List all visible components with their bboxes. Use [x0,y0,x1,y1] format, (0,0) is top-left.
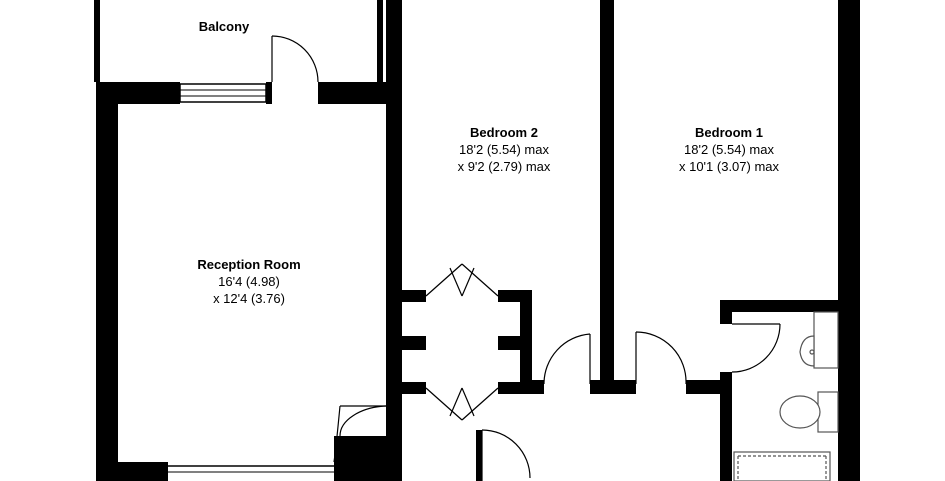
balcony-door [271,35,319,83]
wall-hall-lower [476,430,482,481]
shower-tray-icon [733,451,831,481]
toilet-icon [779,391,839,433]
cupboard-lower-doors [425,387,499,421]
wall-cupboard-top-left [402,290,426,302]
wall-cupboard-bottom-right [498,336,524,350]
bedroom1-name: Bedroom 1 [695,125,763,140]
reception-bottom-window [168,465,334,473]
wall-cupboard-lower-left [402,382,426,394]
wall-exterior-right [838,0,860,481]
bedroom2-door [543,333,591,385]
reception-name: Reception Room [197,257,300,272]
wall-cupboard-lower-right [498,382,532,394]
cupboard-upper-doors [425,263,499,297]
bedroom2-dim-width: x 9'2 (2.79) max [458,159,551,174]
reception-dim-width: x 12'4 (3.76) [213,291,285,306]
wall-reception-right [386,0,402,481]
doors [271,35,781,481]
wall-reception-stub [334,436,386,462]
bedroom1-dim-width: x 10'1 (3.07) max [679,159,780,174]
washbasin-icon [799,311,839,369]
bedroom1-dim-length: 18'2 (5.54) max [684,142,774,157]
reception-door [333,405,387,463]
wall-balcony-left [94,0,100,82]
wall-bedroom1-door-jamb-left [590,380,636,394]
wall-bedroom-divider [600,0,614,393]
wall-ensuite-left-lower [720,372,732,481]
wall-ensuite-top [720,300,838,312]
hall-door [481,429,531,481]
wall-cupboard-right [520,290,532,382]
room-labels: Balcony Bedroom 2 18'2 (5.54) max x 9'2 … [197,19,779,306]
balcony-window [179,83,267,103]
wall-reception-left [96,82,118,481]
wall-reception-bottom-right [334,462,386,481]
wall-reception-bottom-left [118,462,168,481]
ensuite-door [731,323,781,373]
ensuite-fixtures [733,311,839,481]
bedroom2-dim-length: 18'2 (5.54) max [459,142,549,157]
bedroom1-door [635,331,687,385]
wall-bedroom1-door-jamb-right [686,380,730,394]
wall-reception-top-mid [266,82,272,104]
wall-bedroom2-door-jamb [530,380,544,394]
wall-cupboard-top-right [498,290,524,302]
wall-cupboard-bottom-left [402,336,426,350]
wall-balcony-right [377,0,383,82]
reception-dim-length: 16'4 (4.98) [218,274,280,289]
walls [94,0,860,481]
wall-reception-top-right [318,82,400,104]
bedroom2-name: Bedroom 2 [470,125,538,140]
balcony-name: Balcony [199,19,250,34]
wall-ensuite-left-upper [720,300,732,324]
